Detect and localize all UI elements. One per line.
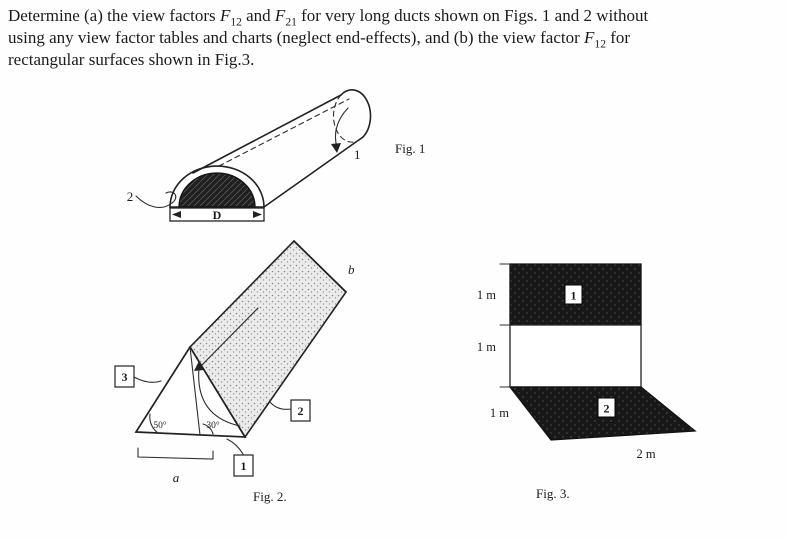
fig1-diameter-bar: [169, 207, 265, 222]
problem-line-1: Determine (a) the view factors F12 and F…: [8, 5, 784, 29]
fig2-base-label: a: [173, 470, 180, 485]
problem-text: using any view factor tables and charts …: [8, 28, 585, 47]
problem-line-3: rectangular surfaces shown in Fig.3.: [8, 49, 784, 71]
fig1-diameter-label: D: [213, 208, 222, 222]
fig3-caption: Fig. 3.: [536, 486, 570, 501]
fig2-surface1-leader: [226, 438, 244, 455]
fig2-surface1-box: [233, 454, 254, 477]
problem-text: rectangular surfaces shown in Fig.3.: [8, 50, 255, 69]
fig1-surface2-leader-line: [135, 191, 177, 209]
fig1-semicircular-duct-figure: 2 D 1 Fig. 1: [127, 89, 425, 222]
fig2-near-triangle-face: [134, 345, 247, 438]
fig1-semicircle-face-surface1: [178, 172, 256, 208]
fig1-caption: Fig. 1: [395, 141, 425, 156]
view-factor-symbol: F: [584, 28, 595, 47]
fig1-curved-arrow: [334, 107, 349, 149]
problem-text: Determine (a) the view factors: [8, 6, 220, 25]
fig2-surface2-label: 2: [298, 404, 304, 418]
problem-line-2: using any view factor tables and charts …: [8, 27, 784, 51]
fig2-caption: Fig. 2.: [253, 489, 287, 504]
view-factor-subscript: 21: [285, 15, 297, 29]
fig1-duct-hidden-arc: [332, 94, 364, 143]
fig3-dim-floor-depth: 1 m: [490, 406, 509, 420]
view-factor-subscript: 12: [230, 15, 242, 29]
fig1-curved-arrow-head: [331, 143, 341, 153]
fig3-dim-wall-bottom: 1 m: [477, 340, 496, 354]
fig1-duct-top-edge: [192, 94, 342, 174]
fig3-dim-wall-top: 1 m: [477, 288, 496, 302]
fig2-surface2-box: [290, 399, 311, 422]
fig1-surface1-label: 1: [354, 147, 361, 162]
fig1-diameter-arrow-left: [172, 211, 181, 218]
fig3-surface1-label: 1: [571, 289, 577, 303]
fig2-surface2-leader: [269, 401, 292, 410]
fig1-duct-far-end-arc: [340, 89, 372, 138]
fig2-far-end-edge: [293, 240, 347, 293]
fig3-dim-floor-width: 2 m: [636, 447, 655, 461]
fig1-outer-semicircle: [169, 165, 265, 208]
fig2-angle-left-label: 50°: [153, 420, 167, 431]
problem-text: and: [241, 6, 275, 25]
fig2-angle-arc-right: [202, 423, 214, 435]
fig2-triangular-duct-figure: 50° 30° b 3 2 1 a Fig. 2.: [114, 239, 355, 504]
fig1-duct-bottom-edge: [263, 136, 364, 208]
fig2-length-label: b: [348, 262, 355, 277]
view-factor-symbol: F: [219, 6, 231, 25]
fig3-rectangles-figure: 1 2 1 m 1 m 1 m 2 m Fig. 3.: [477, 263, 697, 501]
fig2-angle-right-label: 30°: [206, 420, 220, 431]
fig1-diameter-arrow-right: [253, 211, 262, 218]
view-factor-subscript: 12: [594, 37, 606, 51]
fig3-surface2-box: [597, 397, 616, 418]
fig1-surface2-label: 2: [127, 189, 134, 204]
problem-text: for: [605, 28, 631, 47]
fig3-wall-lower-band: [509, 324, 642, 388]
fig2-angle-arc-left: [149, 413, 159, 434]
fig1-duct-crest-dashed-line: [218, 98, 350, 167]
fig2-surface1-label: 1: [241, 459, 247, 473]
fig2-surface3-label: 3: [122, 370, 128, 384]
fig2-altitude-line: [189, 346, 201, 436]
view-factor-symbol: F: [274, 6, 286, 25]
fig3-surface2-label: 2: [604, 402, 610, 416]
problem-statement: Determine (a) the view factors F12 and F…: [8, 5, 784, 71]
fig2-surface3-leader: [133, 376, 162, 383]
fig2-base-bracket: [137, 447, 214, 460]
fig3-surface1-box: [564, 284, 583, 305]
problem-text: for very long ducts shown on Figs. 1 and…: [296, 6, 649, 25]
fig2-curved-arrow-head: [194, 361, 204, 371]
fig2-curved-arrow: [198, 367, 241, 427]
